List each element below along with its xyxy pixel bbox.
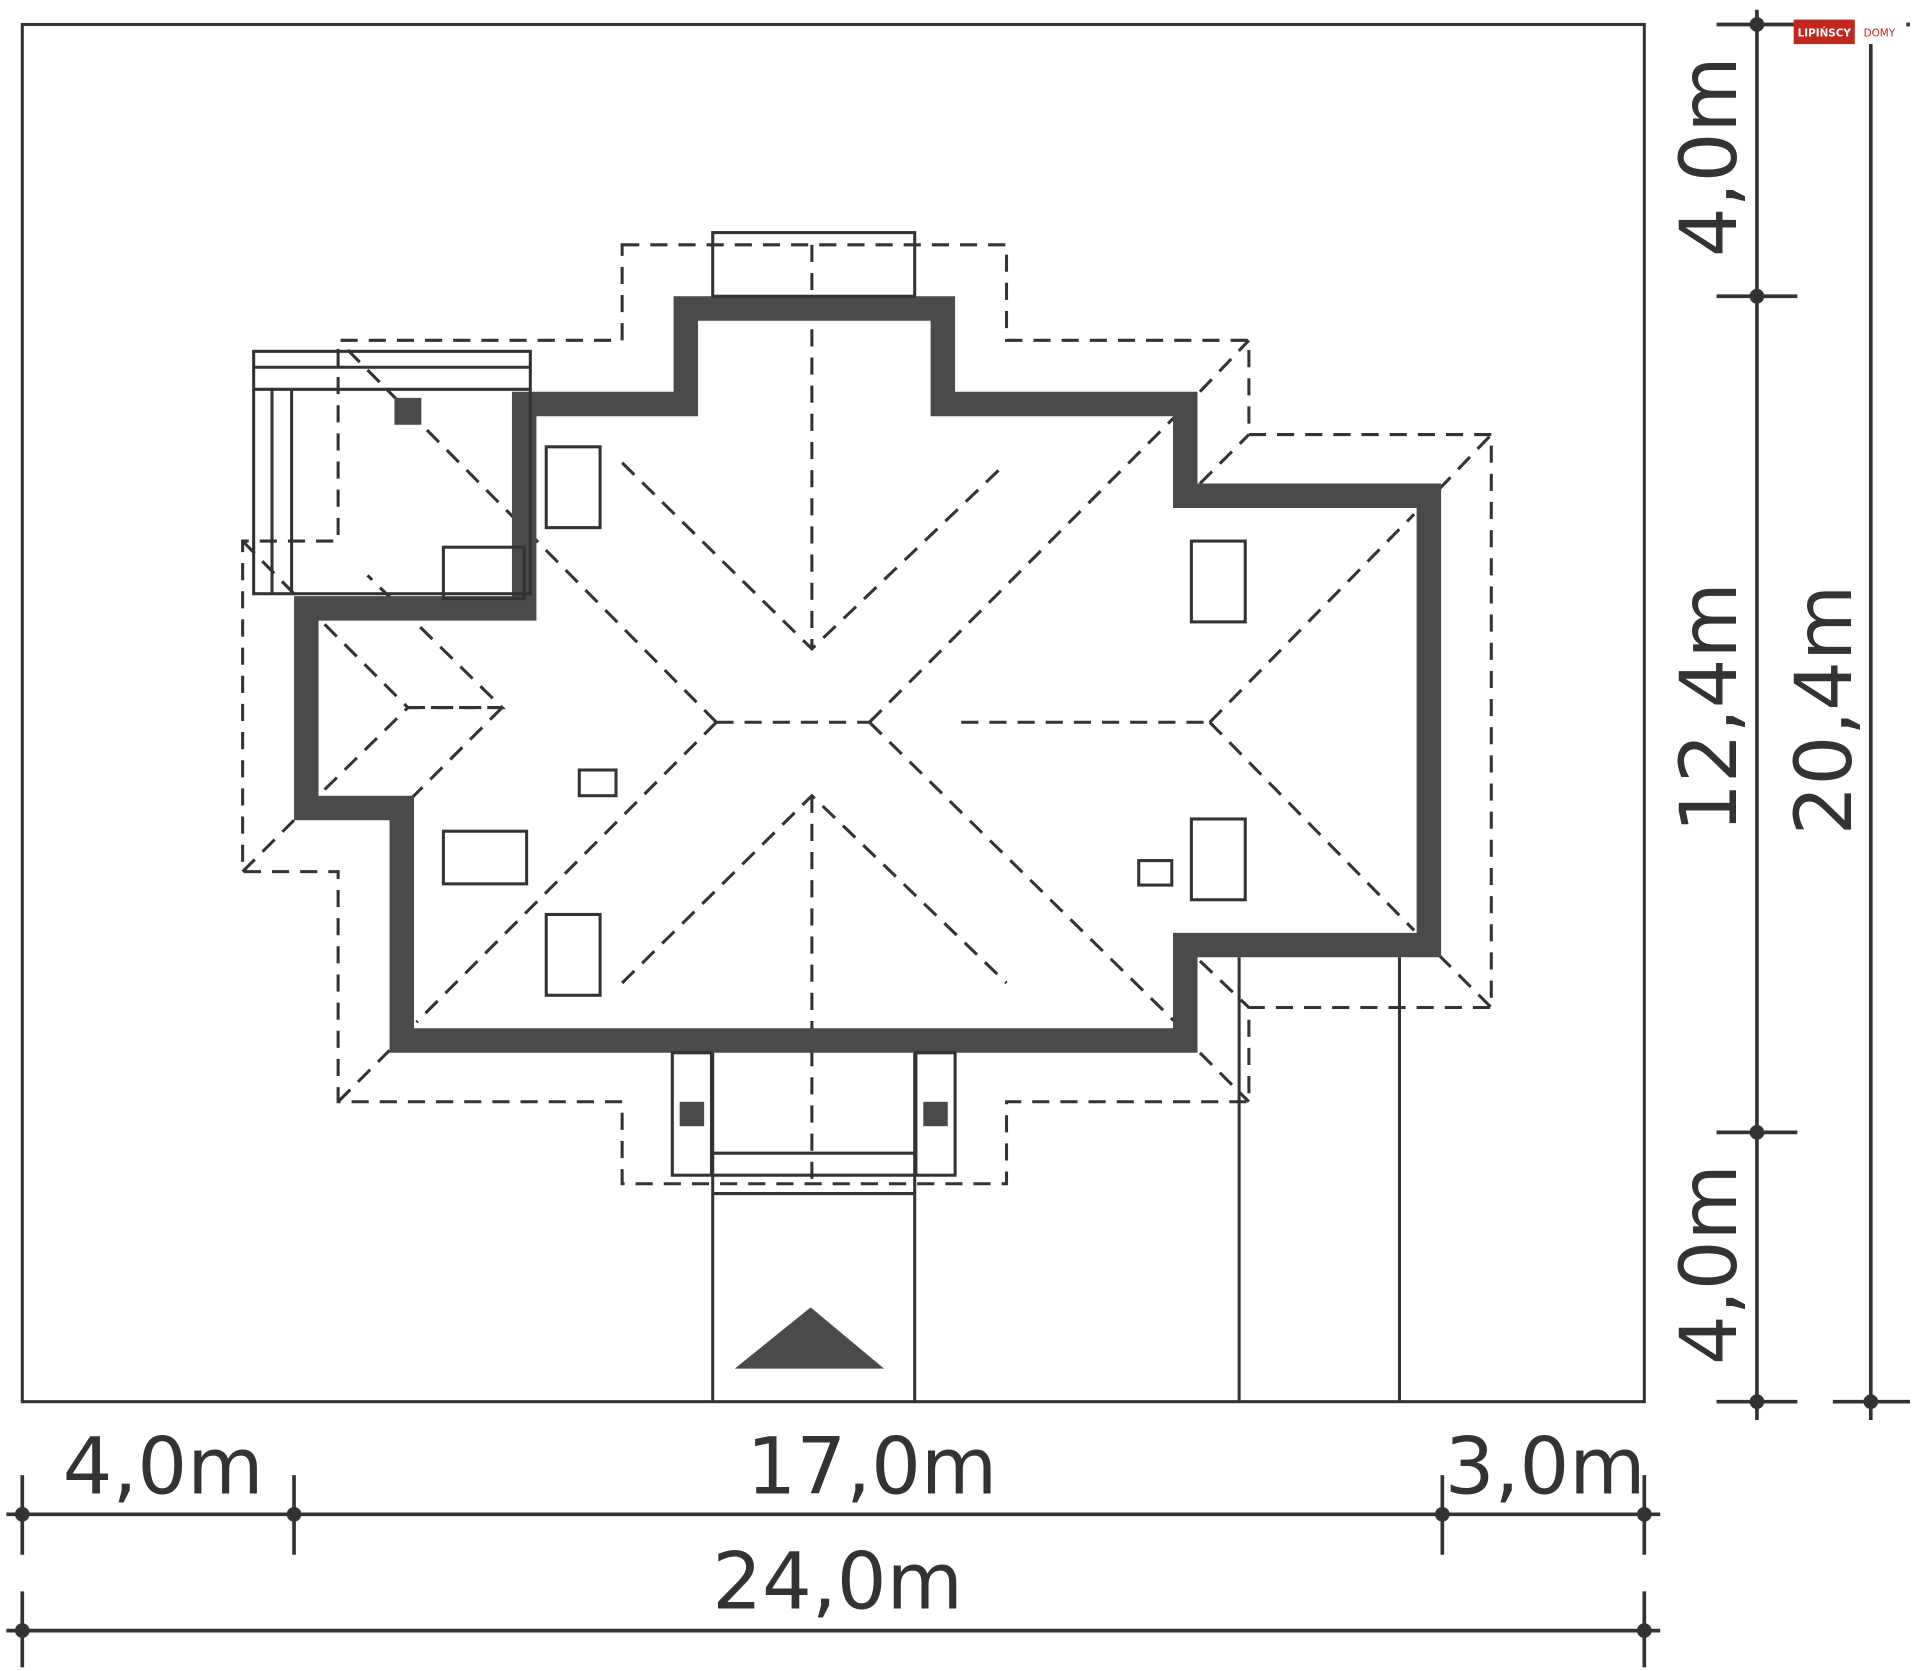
plot-boundary xyxy=(20,22,1646,1404)
terrace xyxy=(252,349,532,601)
dim-bottom-setback: 4,0m xyxy=(1664,1164,1755,1365)
roof-ridge-lines xyxy=(241,244,1493,1184)
chimney xyxy=(394,397,422,425)
bottom-dimension-lines xyxy=(6,1475,1661,1668)
dim-left-setback: 4,0m xyxy=(63,1421,264,1512)
dim-right-setback: 3,0m xyxy=(1445,1421,1646,1512)
dimension-dots xyxy=(14,17,1879,1638)
dim-top-setback: 4,0m xyxy=(1664,56,1755,257)
dim-house-width: 17,0m xyxy=(746,1421,997,1512)
dim-total-width: 24,0m xyxy=(712,1537,963,1628)
logo: LIPIŃSCY DOMY xyxy=(1793,19,1907,45)
porch-column xyxy=(679,1101,705,1127)
dim-total-depth: 20,4m xyxy=(1779,585,1870,836)
dim-house-depth: 12,4m xyxy=(1664,582,1755,833)
driveway xyxy=(711,957,1402,1402)
roof-eaves-outline xyxy=(241,243,1493,1186)
roof-windows xyxy=(441,445,1247,997)
house-walls xyxy=(294,296,1442,1053)
entrance-arrow-icon xyxy=(734,1307,885,1369)
porch-column xyxy=(923,1101,948,1127)
logo-brand: LIPIŃSCY xyxy=(1798,27,1852,40)
logo-suffix: DOMY xyxy=(1864,28,1896,40)
right-dimension-lines xyxy=(1716,9,1910,1421)
